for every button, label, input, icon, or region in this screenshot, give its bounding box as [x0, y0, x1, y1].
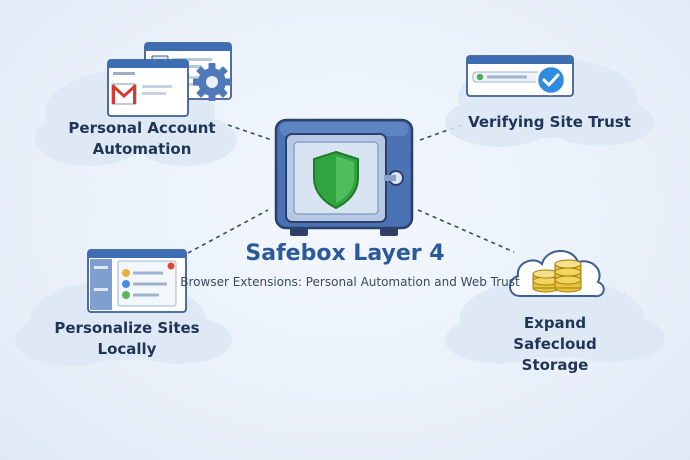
connector-bottom-right [417, 209, 515, 253]
feature-label-personalize-sites-locally: Personalize Sites Locally [52, 318, 202, 360]
browser-checkmark-icon [466, 55, 574, 97]
browser-settings-panel-icon [87, 249, 187, 313]
diagram-title: Safebox Layer 4 [245, 241, 445, 266]
diagram-subtitle: Browser Extensions: Personal Automation … [180, 275, 520, 289]
browser-windows-gear-icon [107, 42, 232, 117]
feature-label-personal-account-automation: Personal Account Automation [62, 118, 222, 160]
feature-label-line: Automation [92, 140, 192, 158]
feature-label-expand-safecloud-storage: Expand Safecloud Storage [480, 313, 630, 376]
feature-label-line: Locally [97, 340, 157, 358]
connector-bottom-left [187, 209, 269, 254]
cloud-coins-icon [509, 250, 605, 298]
feature-label-verifying-site-trust: Verifying Site Trust [462, 112, 637, 133]
feature-label-line: Personalize Sites [54, 319, 200, 337]
feature-label-line: Storage [521, 356, 589, 374]
feature-label-line: Verifying Site Trust [468, 113, 631, 131]
feature-label-line: Expand Safecloud [513, 314, 597, 353]
feature-label-line: Personal Account [68, 119, 216, 137]
safe-with-shield-icon [274, 118, 414, 236]
